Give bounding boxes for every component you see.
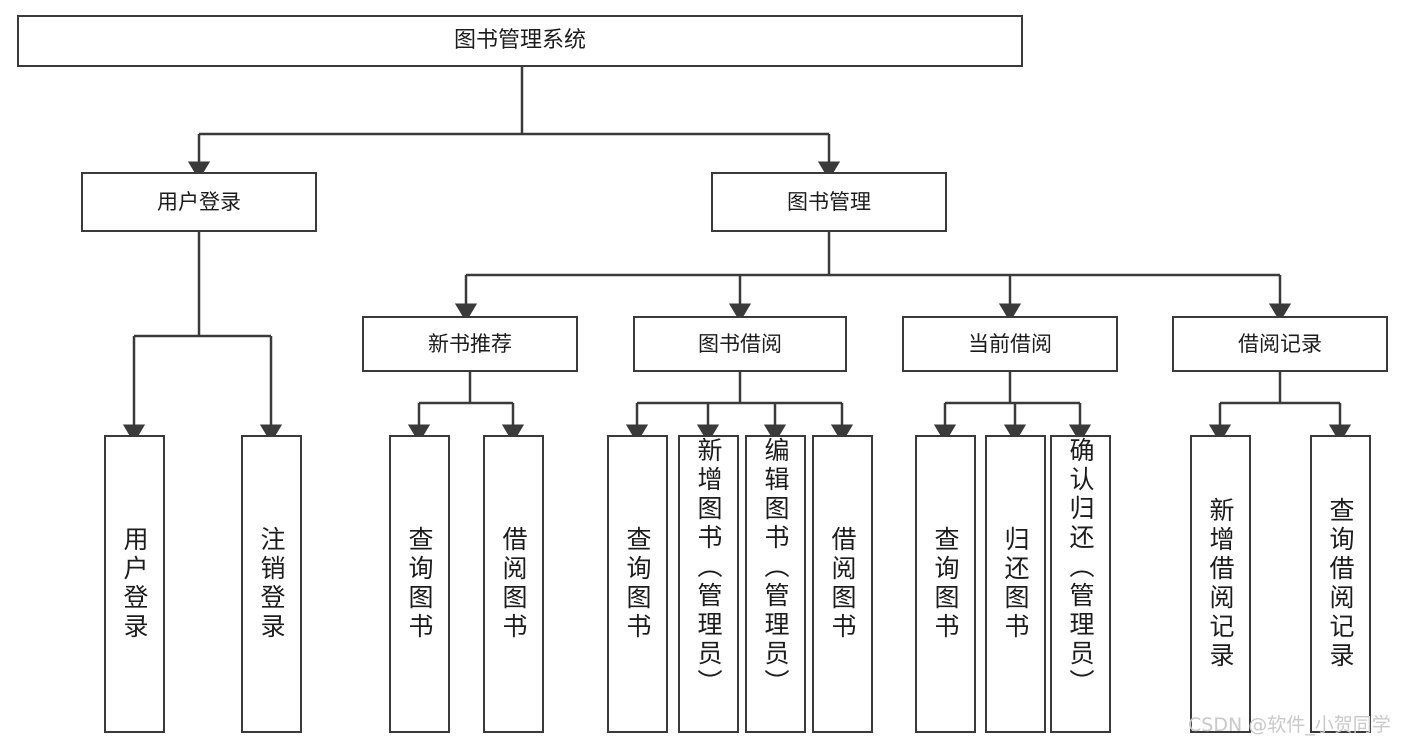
leaf-borrow-book-1[interactable]: 借阅图书 bbox=[483, 435, 544, 733]
leaf-logout-login[interactable]: 注销登录 bbox=[241, 435, 302, 733]
leaf-edit-book-label: 编辑图书（管理员） bbox=[761, 437, 790, 698]
leaf-user-login[interactable]: 用户登录 bbox=[104, 435, 165, 733]
leaf-confirm-return[interactable]: 确认归还（管理员） bbox=[1050, 435, 1111, 733]
node-user-login[interactable]: 用户登录 bbox=[81, 172, 317, 232]
node-root[interactable]: 图书管理系统 bbox=[17, 15, 1023, 67]
node-new-book-recommend[interactable]: 新书推荐 bbox=[362, 316, 578, 372]
leaf-borrow-book-2[interactable]: 借阅图书 bbox=[812, 435, 873, 733]
leaf-query-book-2[interactable]: 查询图书 bbox=[607, 435, 668, 733]
leaf-borrow-book-2-label: 借阅图书 bbox=[828, 526, 857, 642]
node-current-borrow[interactable]: 当前借阅 bbox=[902, 316, 1118, 372]
node-book-manage-label: 图书管理 bbox=[787, 189, 871, 214]
leaf-query-record-label: 查询借阅记录 bbox=[1326, 497, 1355, 671]
leaf-return-book[interactable]: 归还图书 bbox=[985, 435, 1046, 733]
leaf-add-book-label: 新增图书（管理员） bbox=[694, 437, 723, 698]
leaf-confirm-return-label: 确认归还（管理员） bbox=[1066, 437, 1095, 698]
leaf-query-book-2-label: 查询图书 bbox=[623, 526, 652, 642]
node-borrow-record[interactable]: 借阅记录 bbox=[1172, 316, 1388, 372]
leaf-query-book-1[interactable]: 查询图书 bbox=[389, 435, 450, 733]
node-borrow-record-label: 借阅记录 bbox=[1238, 331, 1322, 356]
node-new-book-recommend-label: 新书推荐 bbox=[428, 331, 512, 356]
node-current-borrow-label: 当前借阅 bbox=[968, 331, 1052, 356]
leaf-add-record[interactable]: 新增借阅记录 bbox=[1190, 435, 1251, 733]
node-book-borrow[interactable]: 图书借阅 bbox=[633, 316, 847, 372]
leaf-query-book-3-label: 查询图书 bbox=[931, 526, 960, 642]
leaf-add-record-label: 新增借阅记录 bbox=[1206, 497, 1235, 671]
leaf-add-book[interactable]: 新增图书（管理员） bbox=[678, 435, 739, 733]
leaf-return-book-label: 归还图书 bbox=[1001, 526, 1030, 642]
node-root-label: 图书管理系统 bbox=[453, 28, 586, 54]
node-user-login-label: 用户登录 bbox=[157, 189, 241, 214]
node-book-borrow-label: 图书借阅 bbox=[698, 331, 782, 356]
leaf-borrow-book-1-label: 借阅图书 bbox=[499, 526, 528, 642]
leaf-query-book-3[interactable]: 查询图书 bbox=[915, 435, 976, 733]
node-book-manage[interactable]: 图书管理 bbox=[711, 172, 947, 232]
leaf-user-login-label: 用户登录 bbox=[120, 526, 149, 642]
leaf-edit-book[interactable]: 编辑图书（管理员） bbox=[745, 435, 806, 733]
leaf-query-record[interactable]: 查询借阅记录 bbox=[1310, 435, 1371, 733]
leaf-logout-login-label: 注销登录 bbox=[257, 526, 286, 642]
leaf-query-book-1-label: 查询图书 bbox=[405, 526, 434, 642]
csdn-watermark: CSDN @软件_小贺同学 bbox=[1188, 714, 1391, 736]
